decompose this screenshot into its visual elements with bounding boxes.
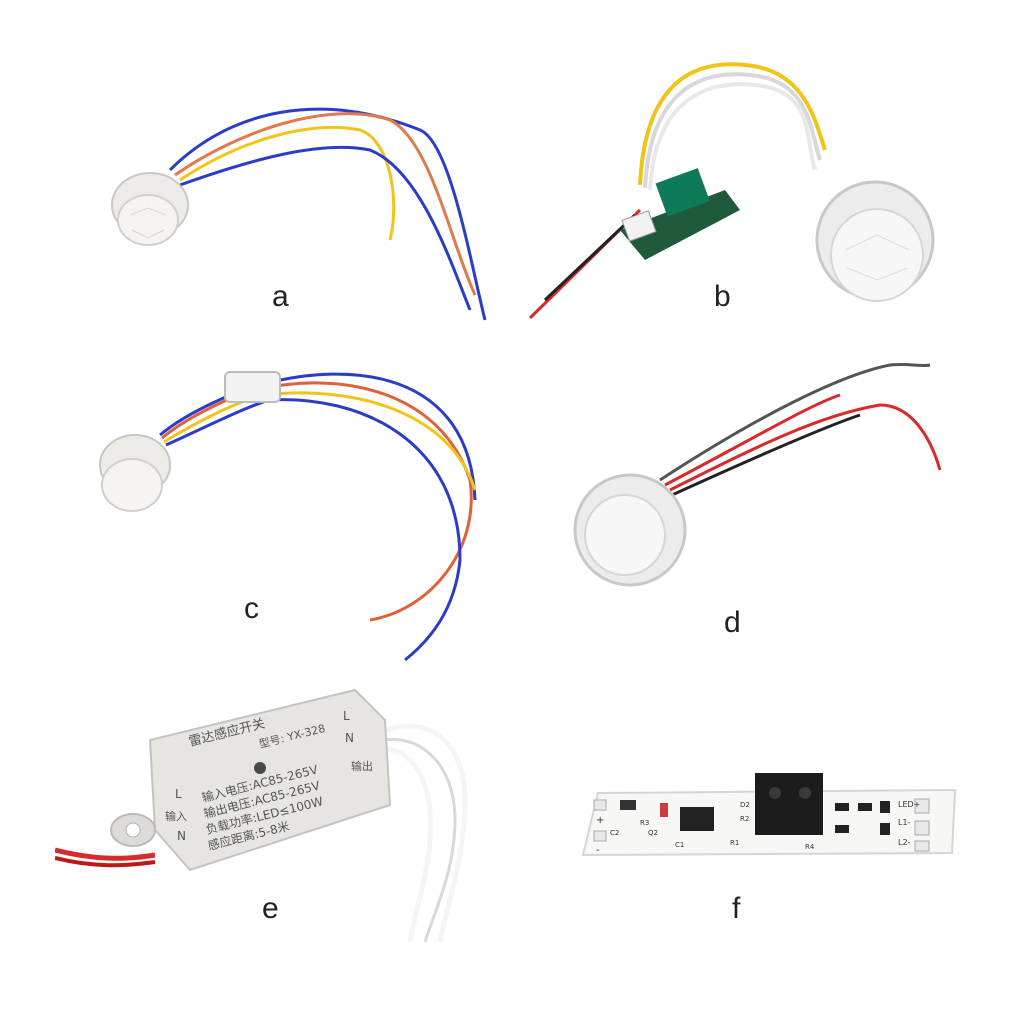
label-b: b	[714, 280, 731, 313]
pcb-r3: R3	[640, 819, 649, 827]
input-n: N	[177, 829, 186, 843]
output-n: N	[345, 731, 354, 745]
board-f-image: LED+ L1- L2- + - R1 R3 R4 C1 C2 Q2 D2 R2	[581, 773, 957, 857]
pcb-l1: L1-	[898, 818, 911, 827]
pcb-plus: +	[596, 815, 604, 826]
output-side: 输出	[351, 759, 373, 773]
pcb-led-plus: LED+	[898, 800, 920, 809]
input-side: 输入	[165, 809, 187, 823]
pcb-r1: R1	[730, 839, 739, 847]
label-c: c	[244, 592, 259, 625]
pcb-minus: -	[596, 845, 600, 856]
pcb-q2: Q2	[648, 829, 658, 837]
pcb-d2: D2	[740, 801, 750, 809]
pcb-r2: R2	[740, 815, 749, 823]
input-l: L	[175, 787, 182, 801]
sensor-b-image	[528, 62, 935, 320]
label-d: d	[724, 606, 741, 639]
pcb-c1: C1	[675, 841, 684, 849]
pcb-c2: C2	[610, 829, 619, 837]
output-l: L	[343, 709, 350, 723]
sensor-a-image	[111, 107, 487, 321]
label-a: a	[272, 280, 289, 313]
label-e: e	[262, 892, 279, 925]
label-f: f	[732, 892, 741, 925]
pcb-l2: L2-	[898, 838, 911, 847]
sensor-d-image	[573, 362, 942, 587]
sensor-c-image	[99, 371, 477, 662]
pcb-r4: R4	[805, 843, 815, 851]
module-e-image: 雷达感应开关 型号: YX-328 输入电压:AC85-265V 输出电压:AC…	[55, 688, 468, 943]
